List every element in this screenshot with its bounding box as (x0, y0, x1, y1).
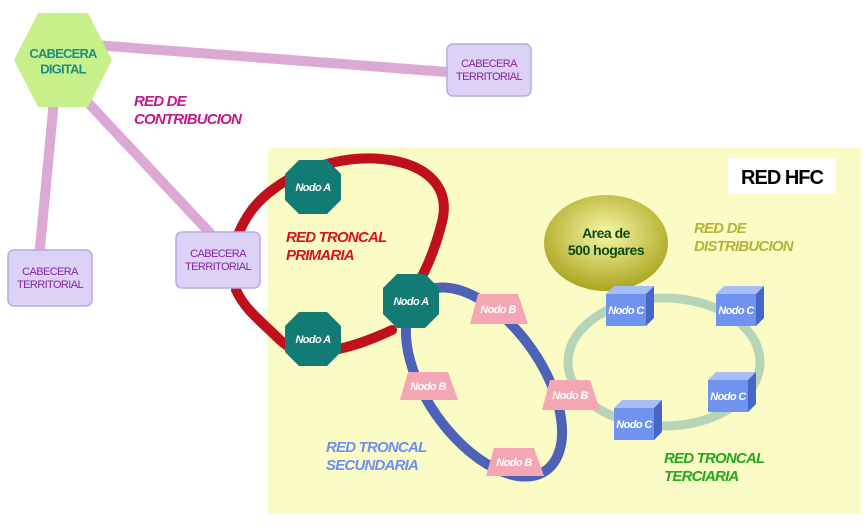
svg-text:Nodo C: Nodo C (718, 305, 755, 317)
node-b-1: Nodo B (470, 294, 528, 324)
svg-text:Nodo B: Nodo B (496, 457, 532, 469)
node-c-4: Nodo C (614, 400, 662, 440)
node-a-center: Nodo A (383, 274, 439, 328)
node-b-4: Nodo B (486, 448, 544, 476)
node-a-bottom: Nodo A (285, 312, 341, 366)
svg-text:Nodo A: Nodo A (295, 182, 331, 194)
node-c-1: Nodo C (606, 286, 654, 326)
node-b-3: Nodo B (542, 380, 600, 410)
tertiary-ring (563, 293, 765, 431)
svg-text:Nodo C: Nodo C (616, 419, 653, 431)
hfc-label: RED HFC (741, 167, 823, 189)
area-ellipse (544, 195, 668, 291)
contribution-links (35, 40, 452, 253)
svg-text:Nodo C: Nodo C (710, 391, 747, 403)
svg-text:Nodo B: Nodo B (480, 304, 516, 316)
hfc-label-box (728, 158, 836, 194)
svg-text:Nodo B: Nodo B (552, 390, 588, 402)
node-c-2: Nodo C (716, 286, 764, 326)
node-c-3: Nodo C (708, 372, 756, 412)
svg-text:Nodo A: Nodo A (295, 334, 331, 346)
svg-text:Nodo A: Nodo A (393, 296, 429, 308)
svg-text:Nodo B: Nodo B (410, 381, 446, 393)
node-a-top: Nodo A (285, 160, 341, 214)
node-b-2: Nodo B (400, 372, 458, 400)
svg-text:Nodo C: Nodo C (608, 305, 645, 317)
